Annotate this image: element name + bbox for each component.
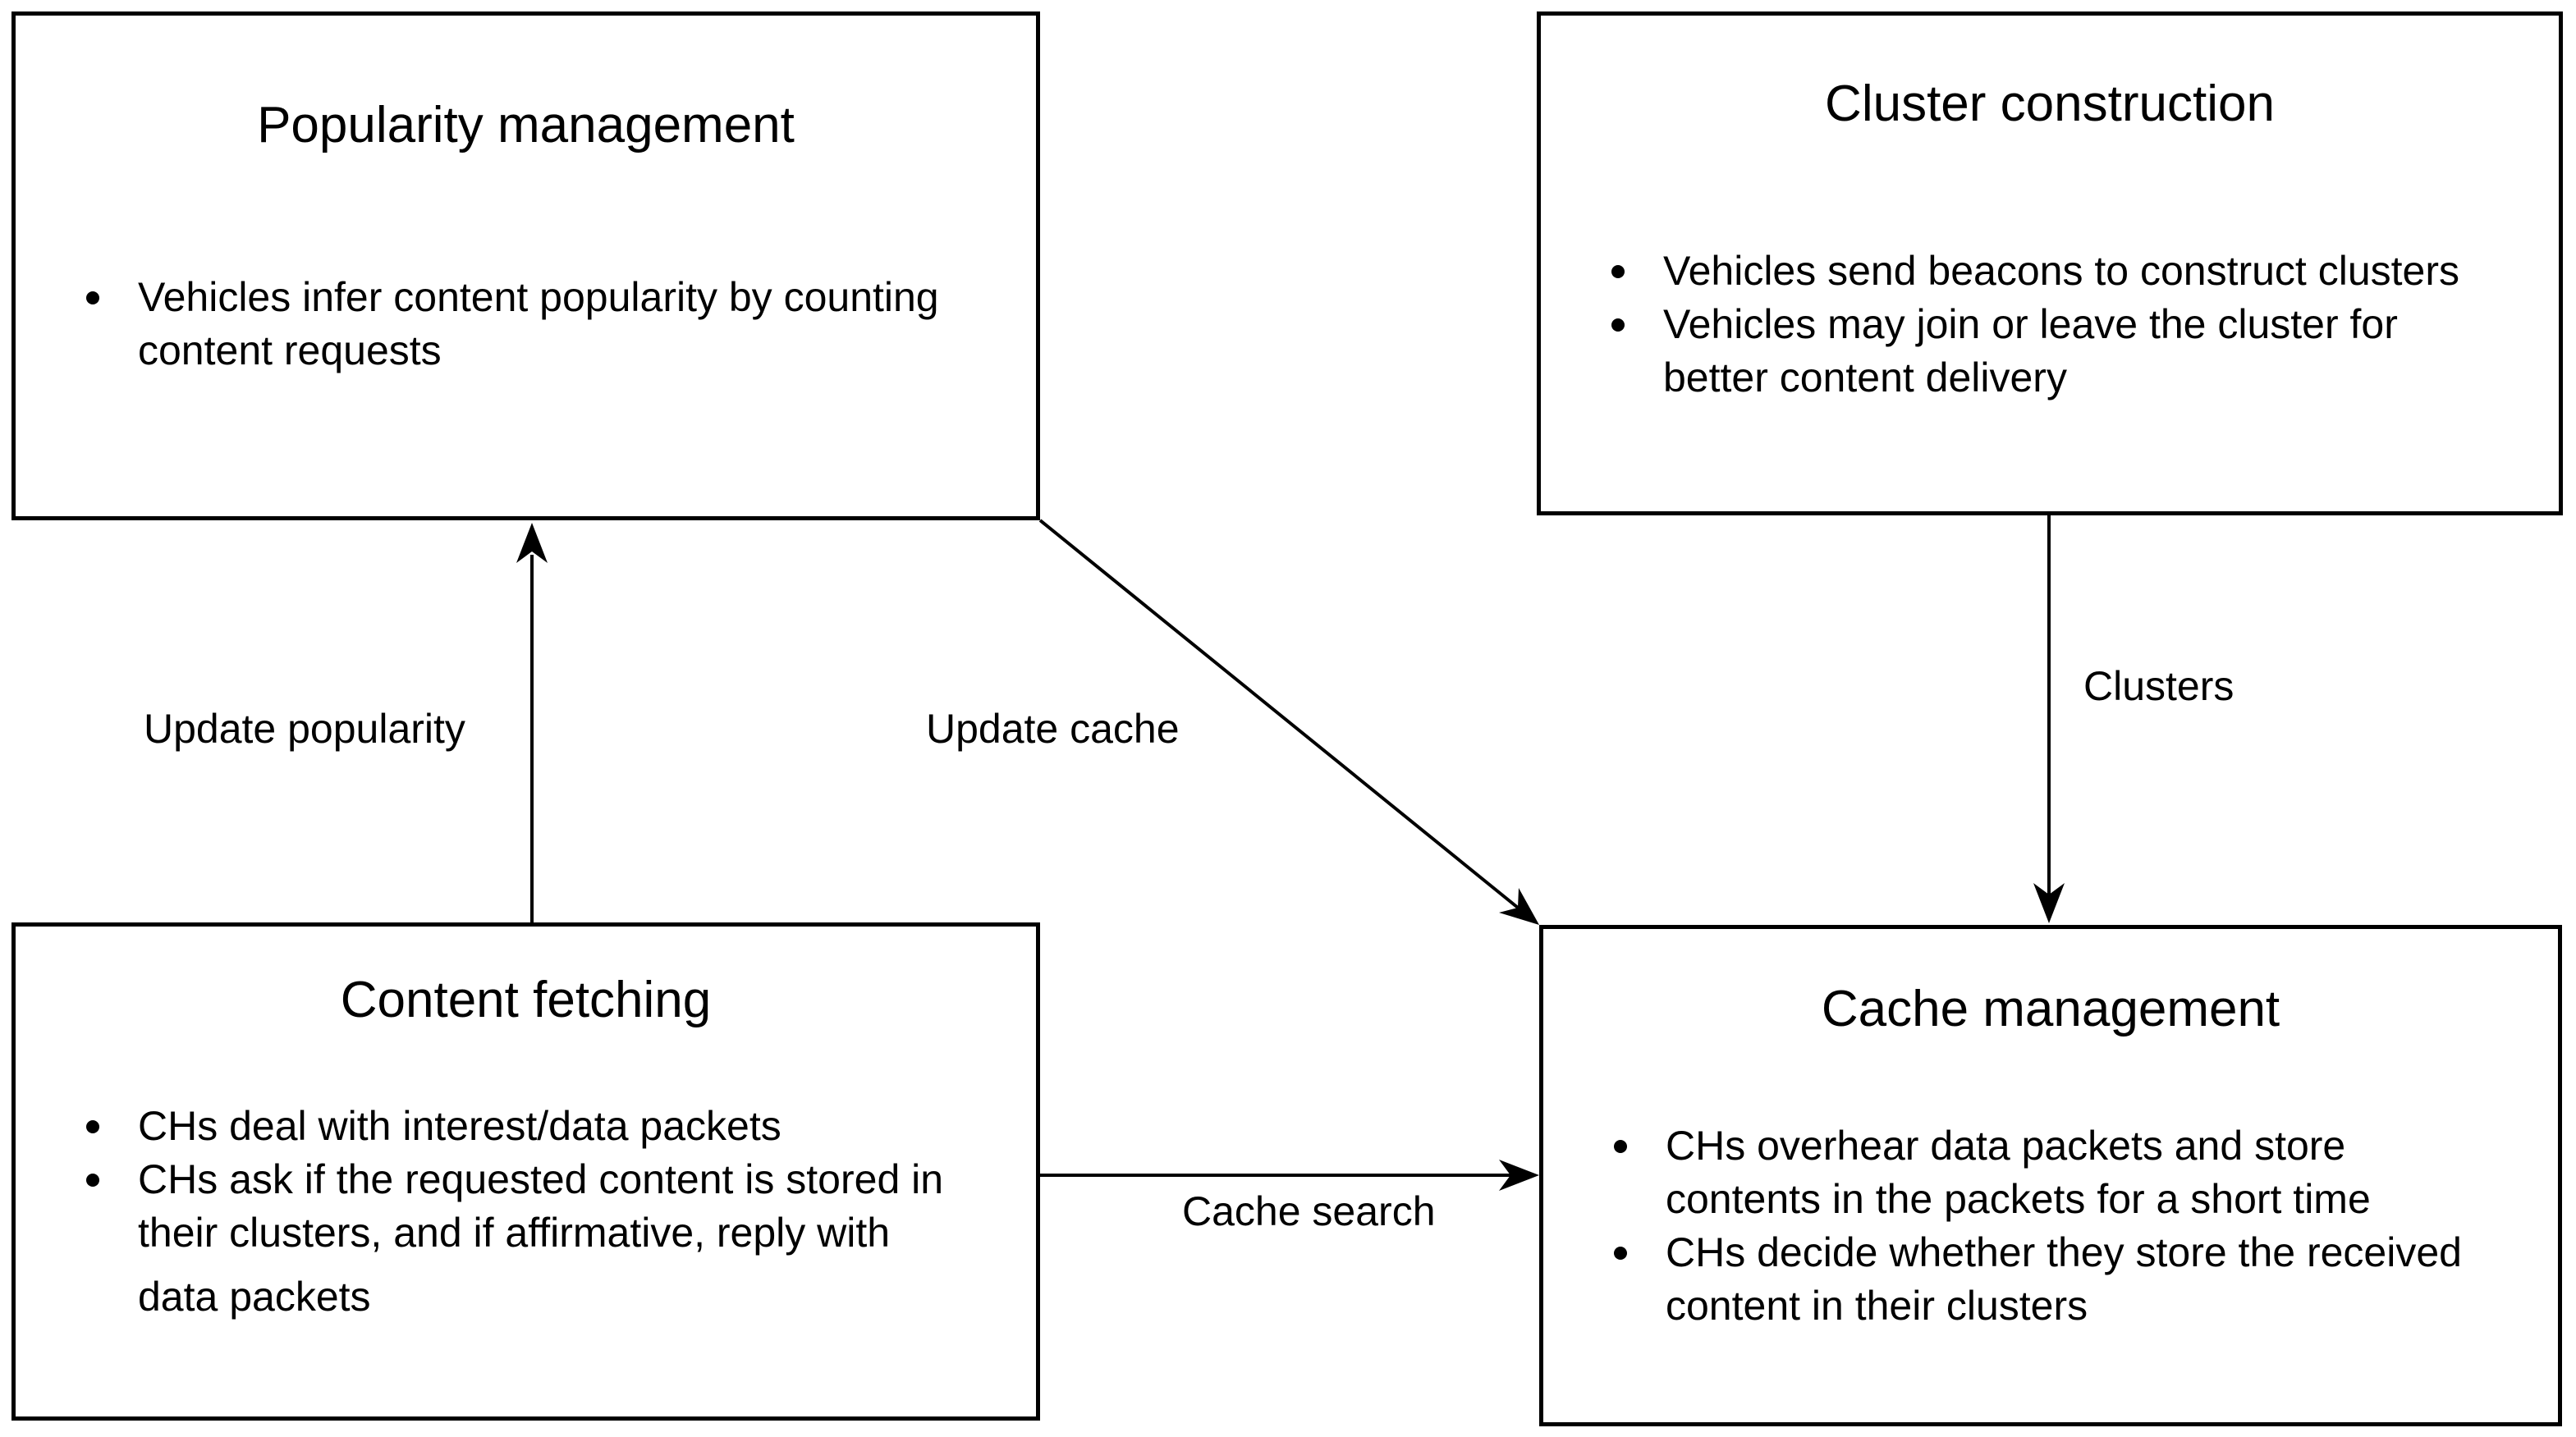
bullet-line: CHs ask if the requested content is stor… (138, 1156, 944, 1202)
bullet-line: Vehicles infer content popularity by cou… (138, 274, 939, 320)
bullet-item: Vehicles infer content popularity by cou… (16, 271, 1028, 378)
arrow-update-popularity (516, 523, 548, 922)
bullet-dot-icon (86, 1174, 99, 1187)
bullet-dot-icon (1614, 1247, 1627, 1260)
box-title: Cluster construction (1825, 76, 2275, 132)
bullet-dot-icon (1611, 265, 1625, 278)
box-cache-management: Cache management CHs overhear data packe… (1539, 925, 2562, 1426)
arrow-label-update-cache: Update cache (926, 706, 1180, 752)
arrow-label-clusters: Clusters (2083, 663, 2235, 709)
bullet-item: Vehicles may join or leave the cluster f… (1541, 298, 2551, 405)
bullet-item: Vehicles send beacons to construct clust… (1541, 245, 2551, 298)
bullet-dot-icon (1614, 1140, 1627, 1153)
bullet-dot-icon (86, 291, 99, 304)
bullet-dot-icon (1611, 318, 1625, 332)
bullet-line: Vehicles send beacons to construct clust… (1663, 248, 2459, 294)
arrow-clusters (2033, 515, 2065, 923)
box-title: Content fetching (340, 972, 712, 1028)
bullet-item: CHs deal with interest/data packets (16, 1100, 1028, 1153)
bullet-list: Vehicles infer content popularity by cou… (16, 271, 1028, 378)
bullet-list: CHs overhear data packets and store cont… (1543, 1119, 2550, 1333)
bullet-line: data packets (138, 1274, 371, 1320)
bullet-dot-icon (86, 1120, 99, 1133)
bullet-list: CHs deal with interest/data packets CHs … (16, 1100, 1028, 1324)
bullet-line: CHs overhear data packets and store (1666, 1123, 2346, 1169)
bullet-line: better content delivery (1663, 355, 2067, 400)
bullet-line: content in their clusters (1666, 1283, 2088, 1329)
bullet-line: content requests (138, 327, 442, 373)
box-title: Cache management (1821, 981, 2280, 1037)
bullet-line: CHs decide whether they store the receiv… (1666, 1229, 2462, 1275)
bullet-line: CHs deal with interest/data packets (138, 1103, 782, 1149)
box-popularity-management: Popularity management Vehicles infer con… (11, 11, 1040, 520)
bullet-line: contents in the packets for a short time (1666, 1176, 2371, 1222)
bullet-item: CHs decide whether they store the receiv… (1543, 1226, 2550, 1333)
box-cluster-construction: Cluster construction Vehicles send beaco… (1537, 11, 2563, 515)
bullet-item: CHs overhear data packets and store cont… (1543, 1119, 2550, 1226)
bullet-line: Vehicles may join or leave the cluster f… (1663, 301, 2398, 347)
box-content-fetching: Content fetching CHs deal with interest/… (11, 922, 1040, 1421)
arrow-label-update-popularity: Update popularity (144, 706, 465, 752)
bullet-item: CHs ask if the requested content is stor… (16, 1153, 1028, 1324)
box-title: Popularity management (257, 97, 795, 153)
arrow-label-cache-search: Cache search (1182, 1188, 1436, 1234)
bullet-line: their clusters, and if affirmative, repl… (138, 1210, 891, 1256)
bullet-list: Vehicles send beacons to construct clust… (1541, 245, 2551, 405)
